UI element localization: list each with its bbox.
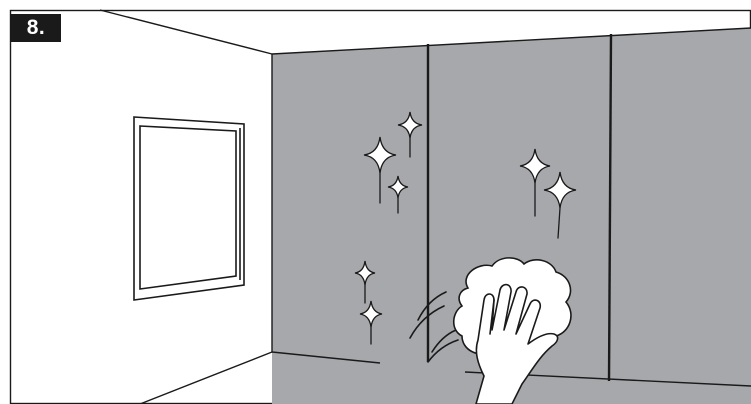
step-badge: 8.	[11, 14, 61, 42]
window-pane	[140, 126, 236, 289]
window-icon	[134, 117, 244, 300]
